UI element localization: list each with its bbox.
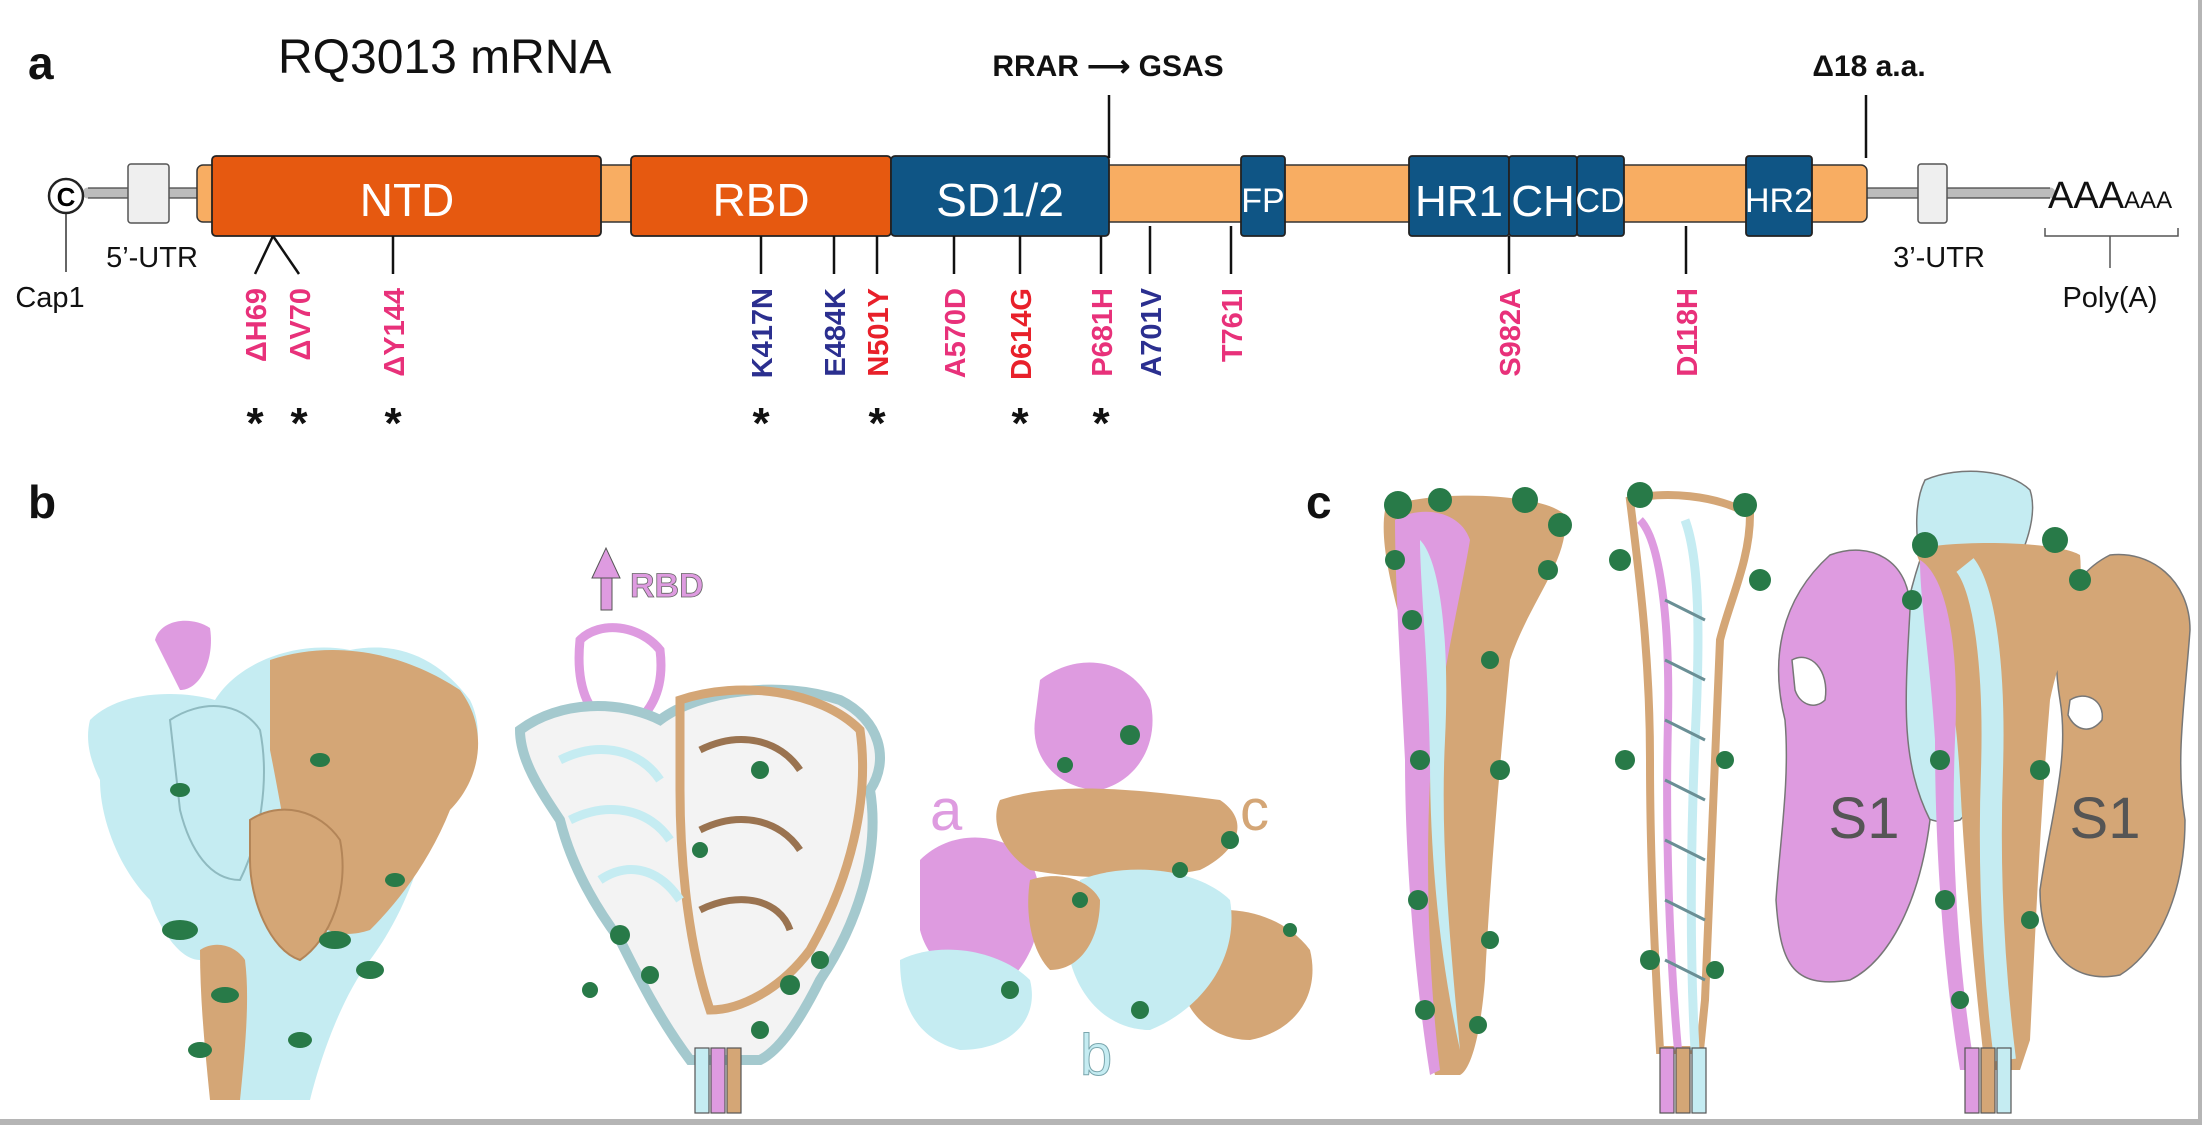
panel-label-b: b [28,476,57,528]
ntd-domain [211,155,602,237]
mutation-label: ΔY144 [379,288,411,377]
hr2-domain [1745,155,1813,237]
chain-c-label: c [1240,778,1269,843]
panel-c-structures: S1 S1 [1383,470,2191,1114]
rbd-label: RBD [712,174,809,226]
mutation-label: K417N [747,288,779,378]
cap-symbol: C [57,182,76,212]
hr1-label: HR1 [1415,177,1503,226]
frame-edge-bottom [0,1119,2202,1125]
panel-b-structures: RBD a c b [88,546,1313,1114]
mutation-ticks [253,226,1688,275]
prefusion-cartoon [1775,470,2191,1114]
chain-b-label: b [1080,1023,1112,1088]
cap-label: Cap1 [15,282,84,314]
polya-bracket [2044,228,2179,237]
mutation-star: * [1092,399,1110,448]
panel-label-c: c [1306,476,1332,528]
mutation-label: D118H [1672,288,1704,377]
rbd-up-label: RBD [630,567,704,605]
s1-right-label: S1 [2070,786,2141,851]
sd12-domain [890,155,1110,237]
frame-edge-right [2198,0,2202,1125]
mutation-label: T761I [1217,288,1249,362]
mutation-star: * [290,399,308,448]
utr3-label: 3’-UTR [1893,242,1985,274]
s1-left-label: S1 [1829,786,1900,851]
mutation-labels: ΔH69 * ΔV70 * ΔY144 * K417N * E484K N501Y * A570D D6… [241,287,1704,448]
deletion-label: Δ18 a.a. [1812,50,1925,83]
utr5-label: 5’-UTR [106,242,198,274]
mutation-star: * [868,399,886,448]
mutation-star: * [1011,399,1029,448]
mutation-label: A570D [940,288,972,378]
ntd-label: NTD [360,174,455,226]
utr3-box [1917,163,1948,224]
postfusion-surface [1383,487,1572,1075]
mutation-star: * [752,399,770,448]
fp-domain [1240,155,1286,237]
rbd-up-arrow [591,546,621,611]
hr2-label: HR2 [1745,182,1813,220]
postfusion-ribbon [1609,482,1771,1114]
mutation-label: E484K [820,288,852,377]
mutation-star: * [384,399,402,448]
cryoem-map [88,620,479,1100]
mutation-label: ΔV70 [285,288,317,360]
sd12-label: SD1/2 [936,174,1064,226]
polya-label: Poly(A) [2062,282,2157,314]
cd-domain [1576,155,1625,237]
furin-site-label: RRAR ⟶ GSAS [992,50,1223,83]
ch-label: CH [1511,177,1575,226]
utr5-box [127,163,170,224]
ribbon-model [514,623,885,1114]
mutation-label: N501Y [863,288,895,377]
fp-label: FP [1241,182,1284,220]
mutation-label: ΔH69 [241,288,273,362]
mutation-label: D614G [1006,288,1038,380]
cd-label: CD [1575,182,1624,220]
mutation-star: * [246,399,264,448]
mrna-construct: C Cap1 5’-UTR 3’-UTR NTD RBD SD1/2 FP [15,50,2179,448]
chain-a-label: a [930,778,963,843]
panel-label-a: a [28,37,54,89]
top-view-surface [900,662,1313,1050]
polya-tail: AAAAAA [2048,175,2172,217]
construct-title: RQ3013 mRNA [278,31,612,84]
mutation-label: A701V [1136,287,1168,376]
cap-circle [47,177,85,215]
mutation-label: S982A [1495,288,1527,377]
mutation-label: P681H [1087,288,1119,377]
